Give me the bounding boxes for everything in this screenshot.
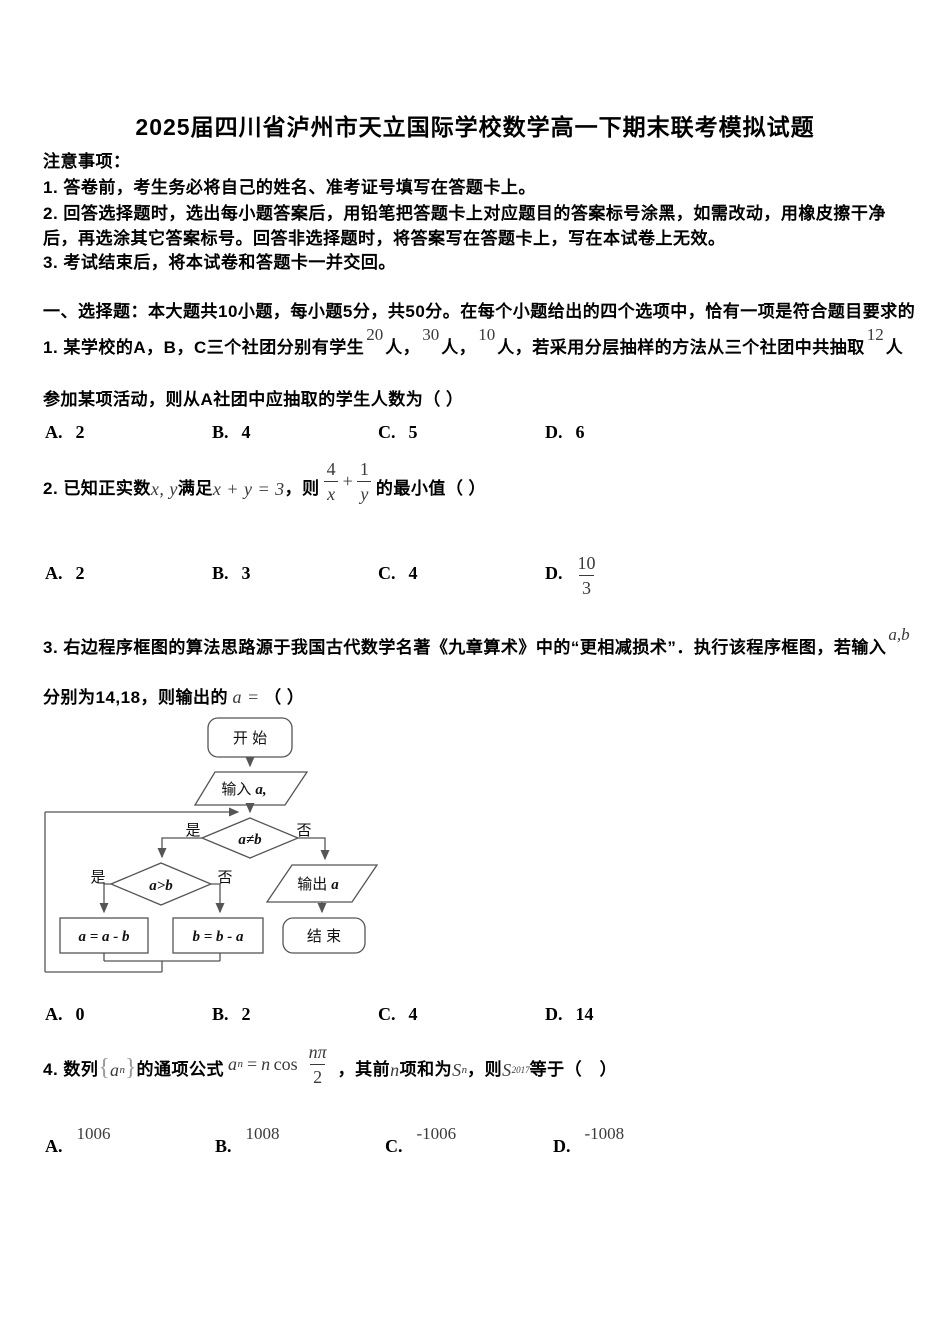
q3-option-a: A.0 bbox=[45, 1004, 85, 1024]
flow-cond1-yes: 是 bbox=[185, 822, 200, 839]
q1-num-30: 30 bbox=[422, 325, 440, 344]
q2-var-xy: x, y bbox=[150, 478, 178, 499]
q1-options: A.2 B.4 C.5 D.6 bbox=[45, 422, 925, 456]
q4-option-b: B.1008 bbox=[215, 1124, 280, 1156]
q4-option-d: D.-1008 bbox=[553, 1124, 625, 1156]
flow-input-shape bbox=[193, 771, 309, 806]
q3-option-d: D.14 bbox=[545, 1004, 594, 1024]
q1-num-10: 10 bbox=[478, 325, 496, 344]
section-heading: 一、选择题：本大题共10小题，每小题5分，共50分。在每个小题给出的四个选项中，… bbox=[43, 302, 916, 321]
q1-option-a: A.2 bbox=[45, 422, 85, 442]
q2-option-a: A.2 bbox=[45, 563, 85, 583]
notice-heading: 注意事项： bbox=[43, 152, 131, 171]
flow-box1-label: a = a - b bbox=[78, 929, 130, 945]
flow-cond2-no: 否 bbox=[217, 869, 232, 886]
question-3-line-2: 分别为14,18，则输出的 a = （ ） bbox=[43, 687, 305, 707]
flow-cond2-yes: 是 bbox=[90, 869, 105, 886]
flow-end-shape bbox=[282, 917, 366, 954]
q2-eq: x + y = 3 bbox=[212, 478, 285, 499]
flow-output-shape bbox=[265, 864, 379, 903]
q3-option-c: C.4 bbox=[378, 1004, 418, 1024]
q1-text: 1. 某学校的A，B，C三个社团分别有学生 bbox=[43, 338, 365, 357]
q4-option-a: A.1006 bbox=[45, 1124, 111, 1156]
q1-num-20: 20 bbox=[366, 325, 384, 344]
notice-item-3: 3. 考试结束后，将本试卷和答题卡一并交回。 bbox=[43, 253, 396, 272]
q1-num-12: 12 bbox=[866, 325, 884, 344]
plus-sign: + bbox=[342, 470, 353, 491]
q3-options: A.0 B.2 C.4 D.14 bbox=[45, 1004, 925, 1038]
flow-cond1-label: a≠b bbox=[238, 832, 262, 848]
question-1-line-2: 参加某项活动，则从A社团中应抽取的学生人数为（ ） bbox=[43, 390, 464, 409]
q3-var-a: a = bbox=[232, 687, 260, 707]
q3-option-b: B.2 bbox=[212, 1004, 251, 1024]
q4-option-c: C.-1006 bbox=[385, 1124, 457, 1156]
flow-box2-shape bbox=[172, 917, 264, 954]
flow-start-label: 开 始 bbox=[233, 730, 267, 747]
flow-box1-shape bbox=[59, 917, 149, 954]
question-3-line-1: 3. 右边程序框图的算法思路源于我国古代数学名著《九章算术》中的“更相减损术”．… bbox=[43, 625, 910, 657]
q2-option-b: B.3 bbox=[212, 563, 251, 583]
notice-item-1: 1. 答卷前，考生务必将自己的姓名、准考证号填写在答题卡上。 bbox=[43, 178, 536, 197]
q3-sup-ab: a,b bbox=[888, 625, 910, 644]
notice-item-2: 2. 回答选择题时，选出每小题答案后，用铅笔把答题卡上对应题目的答案标号涂黑，如… bbox=[43, 204, 886, 248]
q1-option-c: C.5 bbox=[378, 422, 418, 442]
question-1-line-1: 1. 某学校的A，B，C三个社团分别有学生20人，30人，10人，若采用分层抽样… bbox=[43, 325, 904, 357]
flow-box2-label: b = b - a bbox=[192, 929, 244, 945]
q1-option-b: B.4 bbox=[212, 422, 251, 442]
q2-option-c: C.4 bbox=[378, 563, 418, 583]
flow-end-label: 结 束 bbox=[307, 928, 341, 945]
page-title: 2025届四川省泸州市天立国际学校数学高一下期末联考模拟试题 bbox=[135, 114, 815, 140]
q1-option-d: D.6 bbox=[545, 422, 585, 442]
flow-cond1-no: 否 bbox=[296, 822, 311, 839]
flow-cond2-label: a>b bbox=[149, 878, 173, 894]
q4-options: A.1006 B.1008 C.-1006 D.-1008 bbox=[45, 1124, 925, 1170]
